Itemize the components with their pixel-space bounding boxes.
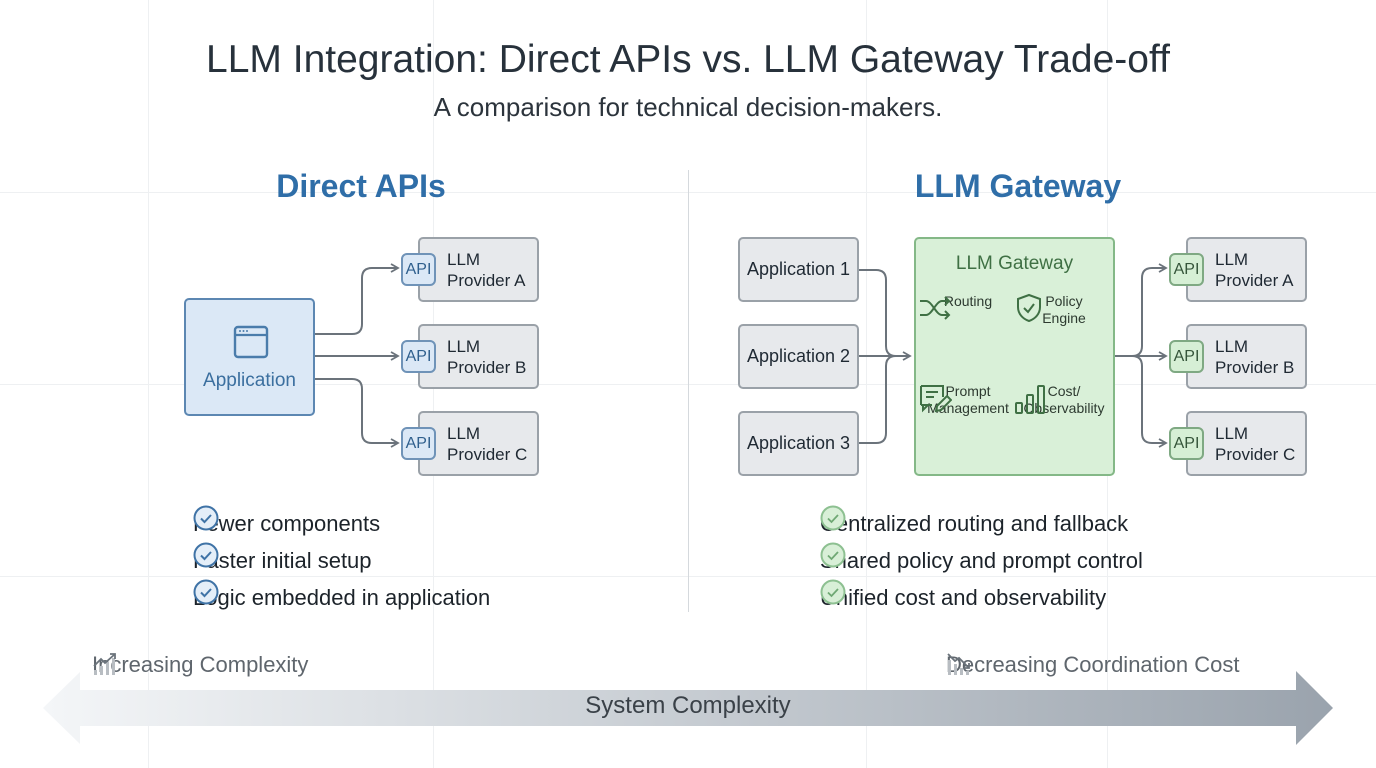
check-circle-icon (193, 542, 219, 568)
provider-line1: LLM (447, 250, 481, 269)
list-item: Fewer components (193, 505, 490, 542)
direct-provider-b: LLM Provider B (418, 324, 539, 389)
connector-gw-a (1131, 263, 1168, 357)
trend-up-icon (93, 653, 116, 675)
llm-gateway-box: LLM Gateway Routing Policy Engine Prompt… (914, 237, 1115, 476)
decreasing-coordination-note: Decreasing Coordination Cost (946, 652, 1240, 678)
gateway-feature-policy: Policy Engine (1014, 293, 1114, 327)
gateway-box-title: LLM Gateway (955, 253, 1074, 274)
benefit-text: Logic embedded in application (193, 584, 491, 610)
provider-line2: Provider B (447, 358, 527, 377)
benefit-text: Shared policy and prompt control (820, 547, 1143, 573)
decreasing-coordination-text: Decreasing Coordination Cost (946, 652, 1240, 677)
page-subtitle: A comparison for technical decision-make… (433, 92, 943, 122)
gateway-feature-routing: Routing (918, 293, 1018, 320)
list-item: Logic embedded in application (193, 579, 490, 616)
direct-provider-c: LLM Provider C (418, 411, 539, 476)
increasing-complexity-text: Increasing Complexity (92, 652, 309, 677)
provider-line2: Provider A (1215, 271, 1294, 290)
gateway-application-2: Application 2 (738, 324, 859, 389)
page-title: LLM Integration: Direct APIs vs. LLM Gat… (206, 38, 1170, 81)
app-window-icon (233, 325, 269, 359)
system-complexity-label: System Complexity (585, 692, 791, 719)
api-badge: API (1169, 427, 1204, 460)
provider-line1: LLM (1215, 250, 1249, 269)
connector-app3 (859, 355, 897, 444)
benefit-text: Faster initial setup (193, 547, 372, 573)
gateway-application-3: Application 3 (738, 411, 859, 476)
connector-gw-c (1131, 355, 1168, 448)
check-circle-icon (820, 542, 846, 568)
shuffle-icon (920, 296, 951, 320)
application-label: Application 2 (746, 346, 851, 366)
connector-direct-c (315, 378, 400, 448)
check-circle-icon (193, 579, 219, 605)
application-box: Application (184, 298, 315, 416)
api-badge: API (401, 427, 436, 460)
feature-label: Routing (943, 293, 993, 309)
provider-line2: Provider C (1215, 445, 1296, 464)
list-item: Centralized routing and fallback (820, 505, 1143, 542)
api-badge: API (1169, 340, 1204, 373)
feature-label: Cost/ (1047, 383, 1081, 399)
direct-apis-heading: Direct APIs (276, 168, 446, 204)
feature-label: Prompt (945, 383, 991, 399)
application-label: Application 3 (746, 433, 851, 453)
feature-label-2: Engine (1042, 310, 1086, 326)
benefit-text: Fewer components (193, 510, 381, 536)
provider-line1: LLM (447, 337, 481, 356)
increasing-complexity-note: Increasing Complexity (92, 652, 308, 678)
application-label: Application 1 (746, 259, 851, 279)
section-divider (688, 170, 689, 612)
api-badge: API (401, 340, 436, 373)
gateway-application-1: Application 1 (738, 237, 859, 302)
trend-down-icon (947, 653, 970, 675)
shield-check-icon (1017, 293, 1041, 323)
gateway-benefits-list: Centralized routing and fallback Shared … (820, 505, 1143, 616)
llm-gateway-heading: LLM Gateway (914, 168, 1122, 204)
connector-app1 (859, 269, 897, 357)
provider-line1: LLM (1215, 337, 1249, 356)
provider-line2: Provider B (1215, 358, 1295, 377)
check-circle-icon (193, 505, 219, 531)
provider-line2: Provider A (447, 271, 526, 290)
gateway-feature-prompt: Prompt Management (918, 383, 1018, 417)
application-label: Application (203, 370, 296, 391)
provider-line1: LLM (447, 424, 481, 443)
gateway-provider-c: LLM Provider C (1186, 411, 1307, 476)
list-item: Shared policy and prompt control (820, 542, 1143, 579)
benefit-text: Unified cost and observability (820, 584, 1107, 610)
api-badge: API (401, 253, 436, 286)
list-item: Faster initial setup (193, 542, 490, 579)
gateway-provider-b: LLM Provider B (1186, 324, 1307, 389)
gateway-feature-cost: Cost/ Observability (1014, 383, 1114, 417)
benefit-text: Centralized routing and fallback (820, 510, 1129, 536)
provider-line1: LLM (1215, 424, 1249, 443)
bar-chart-icon (1015, 385, 1045, 414)
gateway-provider-a: LLM Provider A (1186, 237, 1307, 302)
provider-line2: Provider C (447, 445, 528, 464)
direct-provider-a: LLM Provider A (418, 237, 539, 302)
connector-direct-a (315, 263, 400, 335)
check-circle-icon (820, 505, 846, 531)
list-item: Unified cost and observability (820, 579, 1143, 616)
api-badge: API (1169, 253, 1204, 286)
prompt-edit-icon (920, 385, 952, 413)
direct-benefits-list: Fewer components Faster initial setup Lo… (193, 505, 490, 616)
check-circle-icon (820, 579, 846, 605)
system-complexity-arrow (43, 671, 1333, 745)
feature-label: Policy (1045, 293, 1083, 309)
